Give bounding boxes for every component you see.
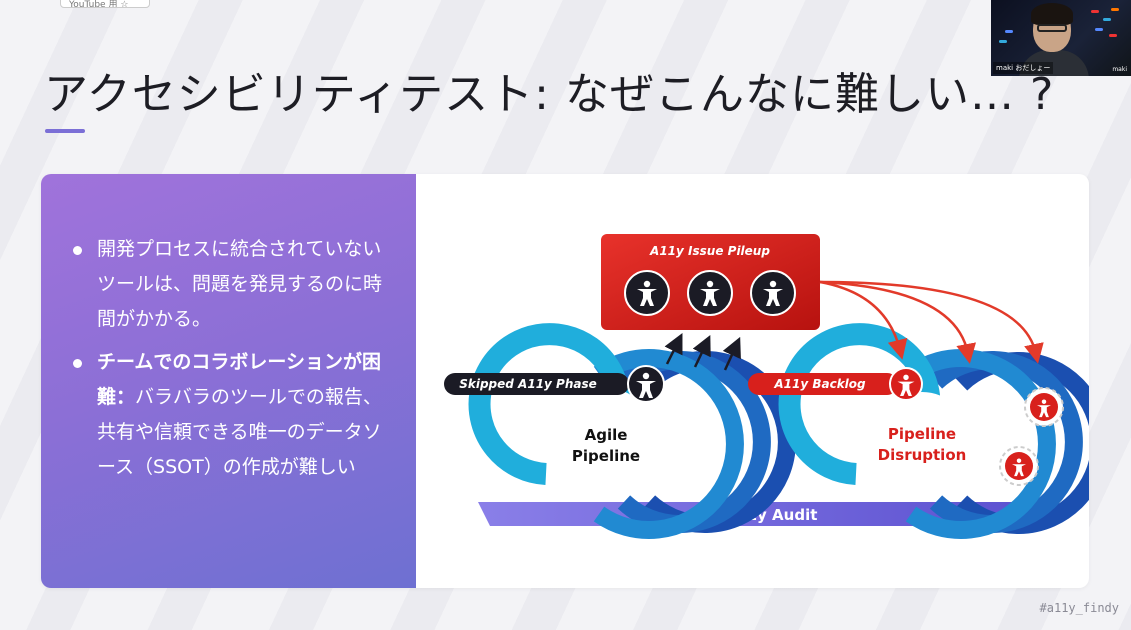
bullet-list: 開発プロセスに統合されていないツールは、問題を発見するのに時間がかかる。 チーム… bbox=[73, 232, 396, 485]
slide-title: アクセシビリティテスト: なぜこんなに難しい… ? bbox=[44, 69, 1055, 120]
disruption-pipeline-center bbox=[874, 392, 970, 488]
skipped-phase-tag bbox=[444, 373, 629, 395]
backlog-tag bbox=[748, 373, 898, 395]
bullet-text: 開発プロセスに統合されていないツールは、問題を発見するのに時間がかかる。 bbox=[97, 238, 383, 330]
disruption-gear-icon bbox=[999, 446, 1039, 486]
disruption-pipeline-loops bbox=[778, 323, 1089, 539]
accessibility-icon bbox=[750, 270, 796, 316]
agile-label-line2: Pipeline bbox=[572, 447, 640, 465]
backlog-label: A11y Backlog bbox=[773, 377, 866, 391]
accessibility-icon bbox=[624, 270, 670, 316]
disruption-gear-icon bbox=[1024, 387, 1064, 427]
title-underline bbox=[45, 129, 85, 133]
agile-label-line1: Agile bbox=[585, 426, 628, 444]
bullet-dot bbox=[73, 359, 82, 368]
bullet-bold-text: チームでのコラボレーションが困難： bbox=[97, 351, 382, 408]
bullet-dot bbox=[73, 246, 82, 255]
accessibility-icon bbox=[687, 270, 733, 316]
disruption-label-line2: Disruption bbox=[878, 446, 967, 464]
bullet-item: 開発プロセスに統合されていないツールは、問題を発見するのに時間がかかる。 bbox=[73, 232, 396, 337]
accessibility-icon bbox=[889, 367, 923, 401]
browser-tab[interactable]: YouTube 用 ☆ bbox=[60, 0, 150, 8]
webcam-overlay: maki おだしょー maki bbox=[991, 0, 1131, 76]
webcam-person-glasses bbox=[1037, 24, 1067, 32]
a11y-pipeline-diagram: A11y Audit Agile Pipeline Pipeline Disru… bbox=[444, 234, 1089, 539]
bullet-item: チームでのコラボレーションが困難：バラバラのツールでの報告、共有や信頼できる唯一… bbox=[73, 345, 396, 485]
webcam-name-label: maki おだしょー bbox=[993, 62, 1054, 74]
disruption-label-line1: Pipeline bbox=[888, 425, 956, 443]
browser-tab-label: YouTube 用 ☆ bbox=[69, 0, 129, 8]
issue-pileup-label: A11y Issue Pileup bbox=[649, 244, 770, 258]
agile-pipeline-center bbox=[558, 388, 654, 484]
bullet-panel: 開発プロセスに統合されていないツールは、問題を発見するのに時間がかかる。 チーム… bbox=[41, 174, 416, 588]
event-hashtag: #a11y_findy bbox=[1039, 601, 1119, 615]
webcam-logo-label: maki bbox=[1112, 66, 1127, 73]
diagram-panel: A11y Audit Agile Pipeline Pipeline Disru… bbox=[416, 174, 1089, 588]
content-card: 開発プロセスに統合されていないツールは、問題を発見するのに時間がかかる。 チーム… bbox=[41, 174, 1089, 588]
skipped-phase-label: Skipped A11y Phase bbox=[459, 377, 597, 391]
downward-red-arrows bbox=[819, 280, 1044, 364]
bullet-text: バラバラのツールでの報告、共有や信頼できる唯一のデータソース（SSOT）の作成が… bbox=[97, 386, 382, 478]
webcam-person-hair bbox=[1031, 3, 1073, 25]
accessibility-icon bbox=[627, 365, 665, 403]
upward-arrows bbox=[664, 333, 741, 371]
